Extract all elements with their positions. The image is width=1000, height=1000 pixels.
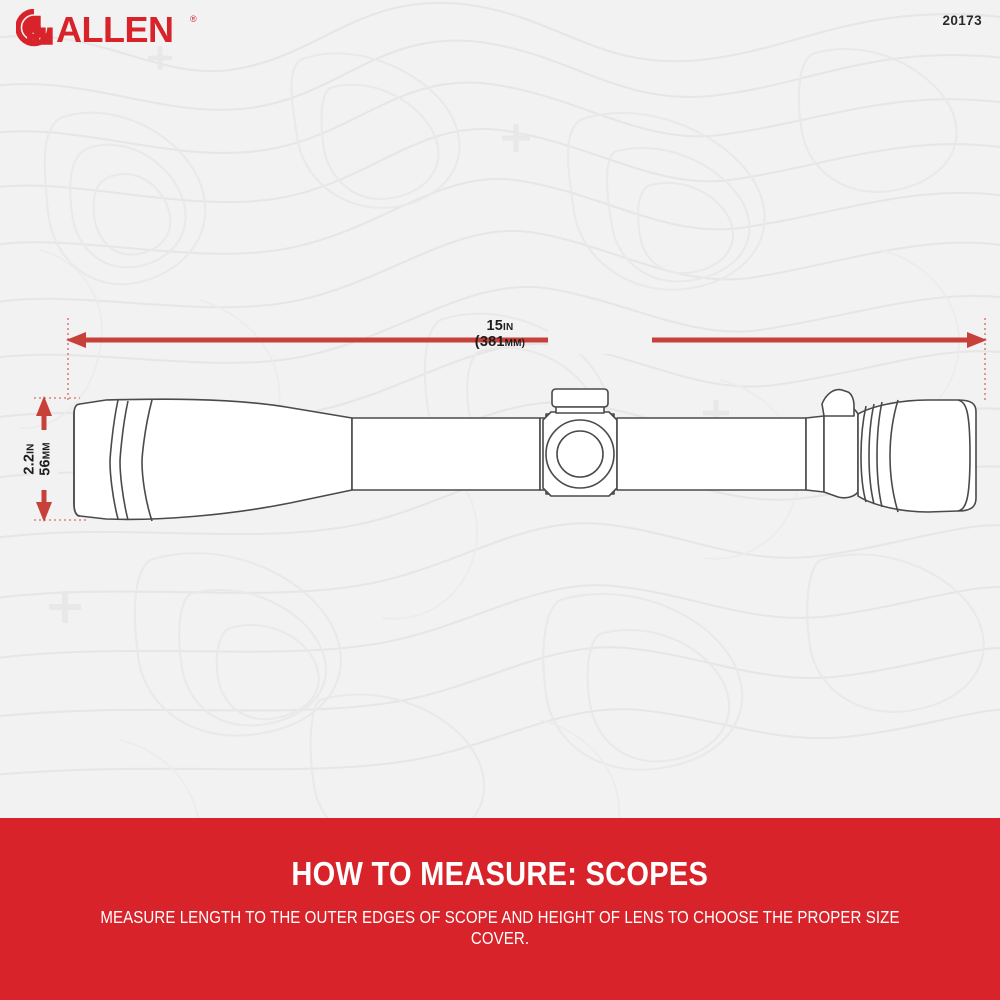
allen-brand-logo: ALLEN ® <box>16 9 206 47</box>
height-value: 2.2 <box>21 453 38 475</box>
length-metric-value: (381 <box>474 333 505 350</box>
length-value: 15 <box>486 318 504 334</box>
scope-outline-drawing <box>73 388 977 522</box>
allen-emblem-icon <box>16 9 53 47</box>
svg-text:®: ® <box>190 14 197 24</box>
product-number: 20173 <box>942 13 982 28</box>
height-metric: 56MM <box>37 442 54 476</box>
allen-wordmark: ALLEN <box>56 9 174 47</box>
length-metric-unit: MM) <box>504 337 526 349</box>
banner-subtitle: MEASURE LENGTH TO THE OUTER EDGES OF SCO… <box>100 907 900 948</box>
height-dimension-arrow <box>30 396 58 522</box>
scope-diagram <box>30 318 987 522</box>
crosshair-marks <box>49 46 729 623</box>
height-metric-value: 56 <box>37 459 53 476</box>
length-imperial: 15IN <box>475 318 525 335</box>
height-unit: IN <box>25 443 37 454</box>
instruction-banner: HOW TO MEASURE: SCOPES MEASURE LENGTH TO… <box>0 818 1000 1000</box>
length-metric: (381MM) <box>474 333 526 351</box>
length-unit: IN <box>503 322 514 333</box>
height-metric-unit: MM <box>41 442 52 460</box>
length-dimension-arrow <box>66 326 987 354</box>
extension-lines <box>34 318 986 521</box>
length-dimension-label: 15IN (381MM) <box>474 318 526 351</box>
height-dimension-label: 2.2IN 56MM <box>21 442 54 476</box>
svg-text:ALLEN: ALLEN <box>56 9 174 47</box>
banner-title: HOW TO MEASURE: SCOPES <box>291 855 709 892</box>
height-imperial: 2.2IN <box>21 442 38 476</box>
